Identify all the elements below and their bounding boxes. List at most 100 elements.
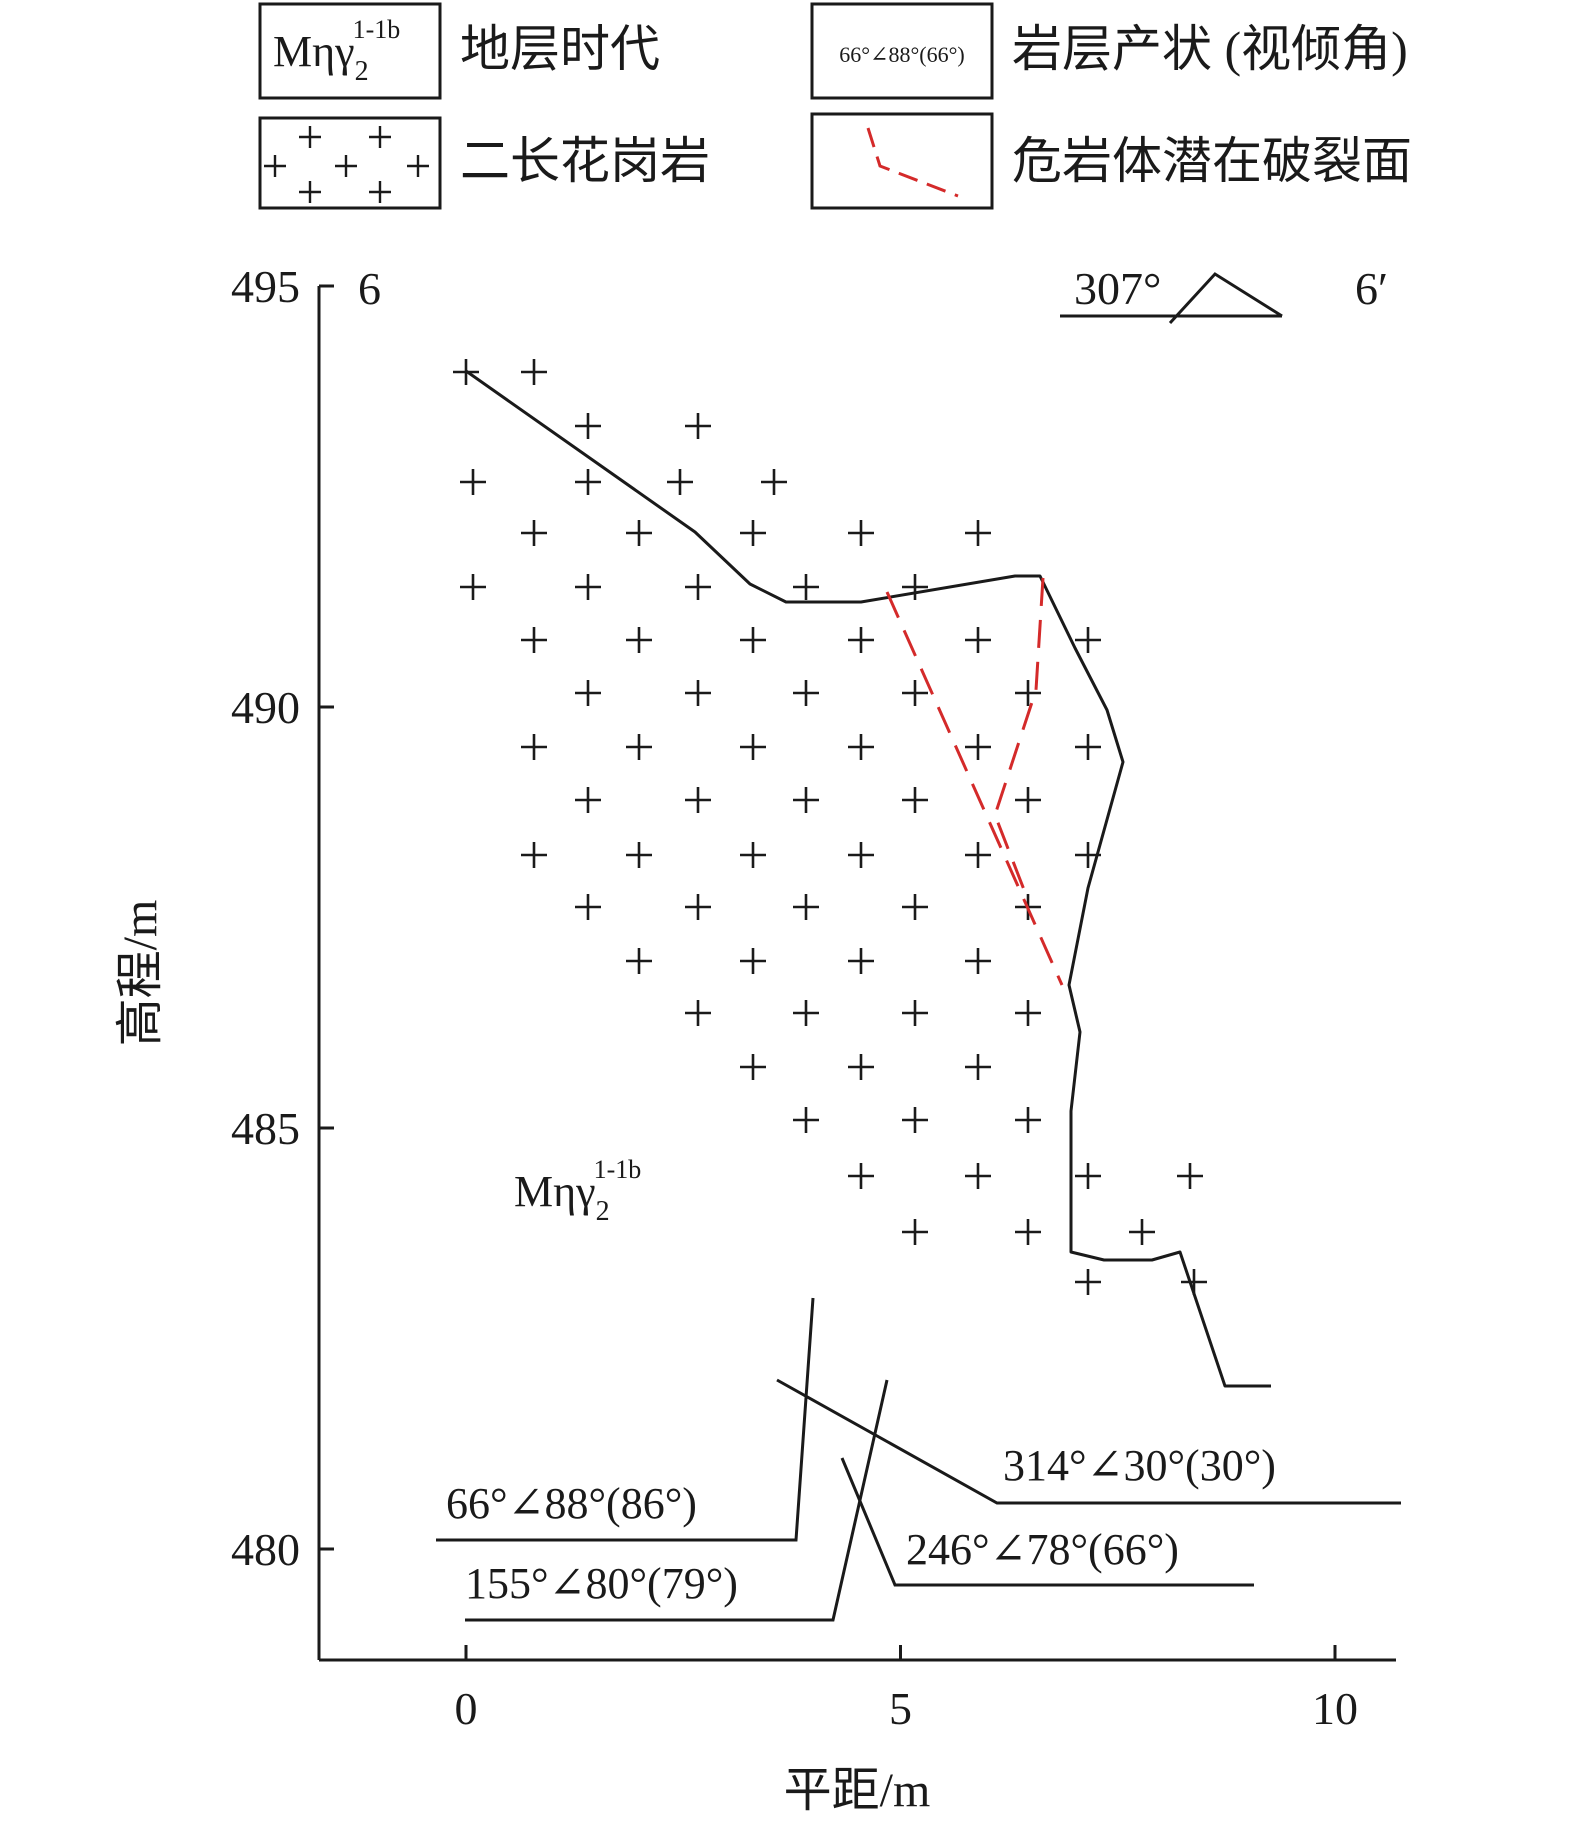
granite-cross	[902, 894, 928, 920]
granite-cross	[575, 787, 601, 813]
attitude-label-3: 314°∠30°(30°)	[1003, 1441, 1276, 1490]
granite-cross	[1015, 1000, 1041, 1026]
granite-cross	[626, 734, 652, 760]
granite-cross	[848, 627, 874, 653]
x-axis-label: 平距/m	[784, 1764, 931, 1817]
granite-cross	[626, 520, 652, 546]
legend-fracture-label: 危岩体潜在破裂面	[1012, 133, 1412, 189]
granite-cross	[460, 574, 486, 600]
granite-cross	[1075, 734, 1101, 760]
granite-cross	[1129, 1219, 1155, 1245]
attitude-label-1: 66°∠88°(86°)	[446, 1479, 697, 1528]
granite-cross	[626, 627, 652, 653]
granite-cross	[1177, 1163, 1203, 1189]
granite-cross	[793, 1000, 819, 1026]
granite-cross	[575, 574, 601, 600]
legend-stratum-label: 地层时代	[460, 21, 660, 77]
legend-granite-cross	[264, 155, 286, 177]
y-tick-label: 485	[231, 1103, 300, 1154]
legend-granite-cross	[335, 155, 357, 177]
granite-cross	[685, 1000, 711, 1026]
granite-cross	[1075, 627, 1101, 653]
y-tick-label: 490	[231, 682, 300, 733]
granite-cross	[793, 1107, 819, 1133]
legend-granite-label: 二长花岗岩	[460, 133, 710, 189]
granite-cross	[965, 1054, 991, 1080]
granite-cross	[1015, 680, 1041, 706]
granite-cross	[740, 948, 766, 974]
attitude-label-4: 246°∠78°(66°)	[906, 1525, 1179, 1574]
fracture-line-a	[885, 591, 1064, 986]
granite-cross	[521, 627, 547, 653]
section-azimuth-label: 307°	[1074, 263, 1161, 314]
granite-cross	[740, 842, 766, 868]
granite-cross	[521, 359, 547, 385]
granite-cross	[902, 1107, 928, 1133]
granite-cross	[685, 680, 711, 706]
granite-cross	[740, 1054, 766, 1080]
granite-cross	[902, 680, 928, 706]
section-markers: 6 6′ 307°	[358, 263, 1388, 325]
granite-cross	[965, 948, 991, 974]
y-axis-label: 高程/m	[114, 900, 167, 1047]
granite-cross	[575, 894, 601, 920]
granite-cross	[1015, 1107, 1041, 1133]
granite-cross	[1015, 787, 1041, 813]
azimuth-arrow-icon	[1168, 272, 1283, 325]
granite-cross	[761, 469, 787, 495]
fracture-surfaces	[885, 577, 1064, 986]
y-tick-label: 495	[231, 261, 300, 312]
legend: Mηγ21-1b 地层时代 66°∠88°(66°) 岩层产状 (视倾角) 二长…	[258, 2, 1412, 210]
attitude-label-2: 155°∠80°(79°)	[465, 1559, 738, 1608]
attitude-leader-3	[776, 1378, 1401, 1505]
section-end-label: 6′	[1355, 263, 1388, 314]
attitude-symbols: 66°∠88°(86°) 155°∠80°(79°) 314°∠30°(30°)…	[436, 1297, 1401, 1622]
x-tick-label: 5	[889, 1683, 912, 1734]
granite-cross	[848, 520, 874, 546]
legend-granite-pattern	[264, 126, 429, 203]
legend-granite-box	[258, 116, 442, 210]
slope-profile	[465, 369, 1271, 1388]
granite-cross	[685, 413, 711, 439]
granite-cross	[626, 842, 652, 868]
granite-cross	[1075, 1269, 1101, 1295]
y-axis-ticks: 495 490 485 480	[231, 261, 334, 1575]
granite-cross	[685, 894, 711, 920]
legend-granite-cross	[299, 126, 321, 148]
legend-granite-cross	[299, 181, 321, 203]
legend-granite-cross	[369, 126, 391, 148]
granite-cross	[575, 413, 601, 439]
granite-cross	[575, 680, 601, 706]
granite-cross	[685, 574, 711, 600]
granite-cross	[793, 574, 819, 600]
granite-cross	[793, 787, 819, 813]
legend-stratum-box	[258, 2, 442, 100]
granite-cross	[902, 1219, 928, 1245]
granite-cross	[848, 1163, 874, 1189]
granite-cross	[902, 787, 928, 813]
legend-granite-cross	[369, 181, 391, 203]
granite-cross	[793, 894, 819, 920]
rock-body	[453, 359, 1271, 1388]
granite-cross	[740, 627, 766, 653]
granite-cross	[1015, 1219, 1041, 1245]
granite-cross	[965, 627, 991, 653]
granite-cross	[685, 787, 711, 813]
y-tick-label: 480	[231, 1524, 300, 1575]
granite-cross	[848, 842, 874, 868]
section-start-label: 6	[358, 263, 381, 314]
granite-cross	[626, 948, 652, 974]
legend-granite-cross	[407, 155, 429, 177]
legend-fracture-box	[810, 112, 994, 210]
granite-cross	[848, 948, 874, 974]
legend-attitude-sample: 66°∠88°(66°)	[839, 42, 964, 67]
x-tick-label: 10	[1312, 1683, 1358, 1734]
granite-cross	[740, 734, 766, 760]
legend-stratum-code: Mηγ21-1b	[273, 15, 400, 87]
attitude-leader-4	[840, 1457, 1254, 1587]
granite-cross	[965, 842, 991, 868]
granite-cross	[902, 1000, 928, 1026]
granite-cross	[965, 734, 991, 760]
